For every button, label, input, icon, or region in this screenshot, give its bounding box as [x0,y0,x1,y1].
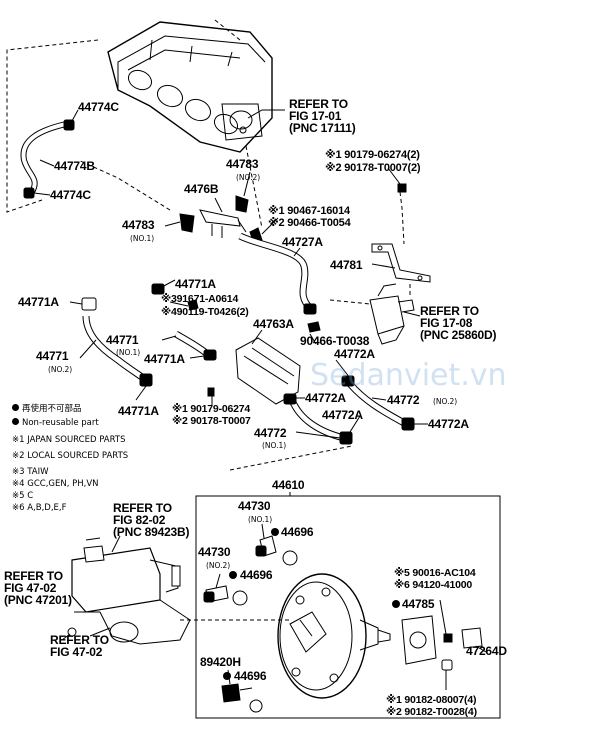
label-44771a-top[interactable]: 44771A [175,277,216,291]
label-44771a-mid[interactable]: 44771A [144,352,185,366]
connector-4476b-drawing [199,209,247,238]
sensor-89420h-drawing [221,683,253,703]
vsv-component-drawing [369,283,415,345]
label-44774b[interactable]: 44774B [54,159,95,173]
hose-44727a-drawing [238,232,317,315]
label-90119-t0426[interactable]: ※490119-T0426(2) [161,306,249,318]
label-44610[interactable]: 44610 [272,478,305,492]
label-4476b[interactable]: 4476B [184,182,219,196]
refer-82-02-line2[interactable]: FIG 82-02 [113,513,166,527]
legend-item: ※3 TAIW [12,467,49,477]
label-89420h[interactable]: 89420H [200,655,241,669]
label-91671-a0614[interactable]: ※391671-A0614 [161,293,239,305]
bracket-44781-drawing [371,243,431,283]
label-94120-41000[interactable]: ※6 94120-41000 [394,579,473,591]
label-90016-ac104[interactable]: ※5 90016-AC104 [394,567,476,579]
label-44696-1[interactable]: 44696 [281,525,314,539]
label-44771-no1[interactable]: 44771 [106,333,139,347]
refer-17-08-line3: (PNC 25860D) [420,328,497,342]
label-44772-no1-sub: (NO.1) [262,441,287,450]
watermark: Sedanviet.vn [310,358,507,393]
label-44730-no1-sub: (NO.1) [248,515,273,524]
intake-manifold-drawing [107,21,273,153]
master-cylinder-drawing [71,537,191,645]
label-44696-2[interactable]: 44696 [240,568,273,582]
gasket-drawing [401,615,437,665]
booster-box-frame [195,495,501,719]
label-44781[interactable]: 44781 [330,258,363,272]
label-44772a-3[interactable]: 44772A [322,408,363,422]
label-47264d[interactable]: 47264D [466,644,507,658]
legend-item: ※4 GCC,GEN, PH,VN [12,479,99,489]
label-44772a-4[interactable]: 44772A [428,417,469,431]
label-44771-no2[interactable]: 44771 [36,349,69,363]
refer-47-02b-line2[interactable]: FIG 47-02 [50,645,103,659]
label-44730-no1[interactable]: 44730 [238,499,271,513]
label-90182-08007[interactable]: ※1 90182-08007(4) [386,694,477,706]
label-44730-no2[interactable]: 44730 [198,545,231,559]
label-90178-t0007[interactable]: ※2 90178-T0007 [172,415,251,427]
refer-82-02-line1: REFER TO [113,501,172,515]
refer-47-02b-line1: REFER TO [50,633,109,647]
refer-47-02-line3: (PNC 47201) [4,593,72,607]
refer-17-01-line2[interactable]: FIG 17-01 [289,109,342,123]
label-44783-no1[interactable]: 44783 [122,218,155,232]
legend-item: ※6 A,B,D,E,F [12,503,67,513]
label-44772a-1[interactable]: 44772A [334,347,375,361]
label-44763a[interactable]: 44763A [253,317,294,331]
label-90179-06274[interactable]: ※1 90179-06274 [172,403,251,415]
clip-44783-no2-drawing [235,195,249,213]
refer-82-02-line3: (PNC 89423B) [113,525,190,539]
label-90467-16014[interactable]: ※1 90467-16014 [268,205,350,217]
brake-booster-drawing [277,573,391,699]
legend-reuse-en: Non-reusable part [12,418,99,428]
label-44785[interactable]: 44785 [402,597,435,611]
label-44727a[interactable]: 44727A [282,235,323,249]
label-44772-no1[interactable]: 44772 [254,426,287,440]
label-44772-no2[interactable]: 44772 [387,393,420,407]
label-90466-t0054[interactable]: ※2 90466-T0054 [268,217,351,229]
label-44774c-bottom[interactable]: 44774C [50,188,91,202]
label-44783-no2[interactable]: 44783 [226,157,259,171]
label-90182-t0028[interactable]: ※2 90182-T0028(4) [386,706,477,718]
label-44771a-left[interactable]: 44771A [18,295,59,309]
label-90178-t0007-2[interactable]: ※2 90178-T0007(2) [325,162,421,174]
label-44771-no1-sub: (NO.1) [116,348,141,357]
label-90179-06274-2[interactable]: ※1 90179-06274(2) [325,149,420,161]
legend-item: ※2 LOCAL SOURCED PARTS [12,451,129,461]
refer-17-08-line1: REFER TO [420,304,479,318]
refer-17-01-line1: REFER TO [289,97,348,111]
label-90466-t0038[interactable]: 90466-T0038 [300,334,370,348]
check-valve-no2-drawing [203,585,229,603]
label-44774c-top[interactable]: 44774C [78,100,119,114]
refer-17-08-line2[interactable]: FIG 17-08 [420,316,473,330]
dot-icon [12,404,19,411]
refer-47-02-line2[interactable]: FIG 47-02 [4,581,57,595]
label-44772a-2[interactable]: 44772A [305,391,346,405]
label-44772-no2-sub: (NO.2) [433,397,458,406]
legend-item: ※5 C [12,491,34,501]
check-valve-no1-drawing [255,535,277,557]
dot-icon [12,418,19,425]
legend-reuse-cn: 再使用不可部品 [12,404,82,414]
label-44783-no1-sub: (NO.1) [130,234,155,243]
hose-44772-no1-drawing [283,393,353,445]
label-44696-3[interactable]: 44696 [234,669,267,683]
legend-item: ※1 JAPAN SOURCED PARTS [12,435,126,445]
label-44783-no2-sub: (NO.2) [236,173,261,182]
label-44771-no2-sub: (NO.2) [48,365,73,374]
filter-44763a-drawing [235,337,301,405]
hose-44771-no1-drawing [174,330,217,361]
label-44730-no2-sub: (NO.2) [206,561,231,570]
hose-44772-no2-drawing [341,375,415,431]
label-44771a-bottom[interactable]: 44771A [118,404,159,418]
clip-44783-no1-drawing [179,213,195,233]
refer-47-02-line1: REFER TO [4,569,63,583]
refer-17-01-line3: (PNC 17111) [289,121,356,135]
